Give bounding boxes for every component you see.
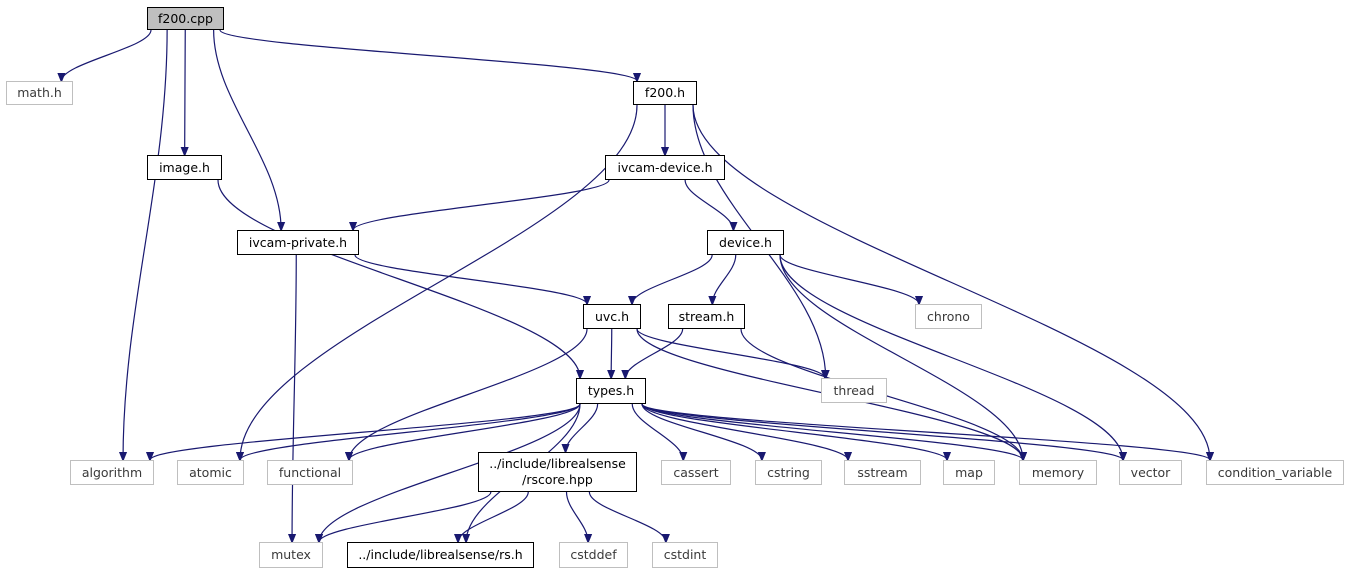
node-label: math.h [17,85,62,100]
edge-types_h-to-cassert [631,403,683,460]
node-label: cassert [673,464,719,480]
node-device-h[interactable]: device.h [707,230,784,255]
node-vector: vector [1119,460,1182,485]
node-label: sstream [857,464,908,480]
node-cstddef: cstddef [559,542,628,568]
node-label: mutex [271,547,311,562]
node-label: f200.cpp [158,10,213,26]
edge-uvc_h-to-functional [349,328,588,460]
node-label: thread [833,382,875,398]
node-label: cstring [767,464,810,480]
node-label: vector [1130,464,1171,480]
edge-f200_cpp-to-algorithm [123,29,168,460]
node-cassert: cassert [661,460,731,485]
edge-device_h-to-stream_h [712,254,737,304]
node-thread: thread [821,378,887,403]
node-image-h[interactable]: image.h [147,155,222,180]
edge-f200_h-to-condition_variable [692,104,1210,460]
edge-ivcam_private_h-to-uvc_h [354,254,587,304]
node-cstring: cstring [755,460,822,485]
node-ivcam-device-h[interactable]: ivcam-device.h [605,155,725,180]
node-condition-variable: condition_variable [1206,460,1344,485]
node-label: condition_variable [1217,464,1333,480]
node-label-line1: ../include/librealsense [489,456,626,471]
node-f200-cpp[interactable]: f200.cpp [147,7,224,30]
node-ivcam-private-h[interactable]: ivcam-private.h [237,230,359,255]
edge-types_h-to-rscore_hpp [566,403,599,452]
edge-stream_h-to-types_h [625,328,684,378]
node-memory: memory [1019,460,1097,485]
node-sstream: sstream [844,460,921,485]
node-cstdint: cstdint [652,542,718,568]
node-label: types.h [587,383,635,398]
node-label: atomic [189,464,232,480]
node-algorithm: algorithm [70,460,154,485]
node-chrono: chrono [915,304,982,329]
edge-f200_cpp-to-image_h [185,29,186,155]
node-label: ../include/librealsense/rs.h [358,547,523,562]
node-uvc-h[interactable]: uvc.h [583,304,641,329]
node-stream-h[interactable]: stream.h [668,304,745,329]
node-rscore-hpp[interactable]: ../include/librealsense/rscore.hpp [478,452,637,492]
node-types-h[interactable]: types.h [576,378,646,404]
node-label: device.h [719,234,772,250]
edge-uvc_h-to-thread [636,328,825,378]
edge-types_h-to-mutex [319,403,581,542]
node-label: ivcam-private.h [248,234,348,250]
edge-rscore_hpp-to-cstddef [565,491,589,542]
edge-rscore_hpp-to-rs_h [458,491,529,542]
node-label: cstddef [570,547,617,562]
edge-device_h-to-vector [779,254,1123,460]
edge-ivcam_private_h-to-mutex [292,254,297,542]
node-label: ivcam-device.h [617,159,713,175]
edge-f200_cpp-to-math_h [61,29,152,81]
edge-types_h-to-map [641,403,947,460]
edge-uvc_h-to-types_h [611,328,612,378]
node-mutex: mutex [259,542,323,568]
edge-ivcam_device_h-to-device_h [684,179,733,230]
node-label: uvc.h [594,308,630,324]
edge-types_h-to-sstream [641,403,848,460]
edge-device_h-to-chrono [779,254,919,304]
edge-ivcam_device_h-to-ivcam_private_h [353,179,610,230]
node-atomic: atomic [177,460,244,485]
node-label: stream.h [678,308,735,324]
node-rs-h[interactable]: ../include/librealsense/rs.h [347,542,534,568]
edge-types_h-to-functional [349,403,581,460]
node-label: memory [1031,464,1085,480]
node-label: f200.h [644,85,686,100]
node-label: chrono [927,308,970,324]
edge-device_h-to-uvc_h [632,254,713,304]
node-math-h: math.h [6,81,73,105]
edge-image_h-to-types_h [217,179,580,378]
node-label-line2: /rscore.hpp [522,472,593,487]
edge-types_h-to-memory [641,403,1023,460]
edge-types_h-to-vector [641,403,1123,460]
edge-device_h-to-memory [779,254,1023,460]
node-map: map [943,460,995,485]
node-functional: functional [267,460,353,485]
node-label: algorithm [81,464,143,480]
edge-rscore_hpp-to-mutex [319,491,492,542]
node-label: cstdint [663,547,707,562]
node-f200-h[interactable]: f200.h [633,81,697,105]
edge-types_h-to-atomic [240,403,581,460]
node-label: map [955,464,983,480]
edge-rscore_hpp-to-cstdint [588,491,666,542]
node-label: functional [278,464,342,480]
edge-f200_cpp-to-ivcam_private_h [213,29,282,230]
edge-f200_cpp-to-f200_h [219,29,637,81]
node-label: image.h [159,159,210,175]
edge-types_h-to-condition_variable [641,403,1210,460]
edge-types_h-to-cstring [641,403,762,460]
edge-types_h-to-algorithm [150,403,581,460]
